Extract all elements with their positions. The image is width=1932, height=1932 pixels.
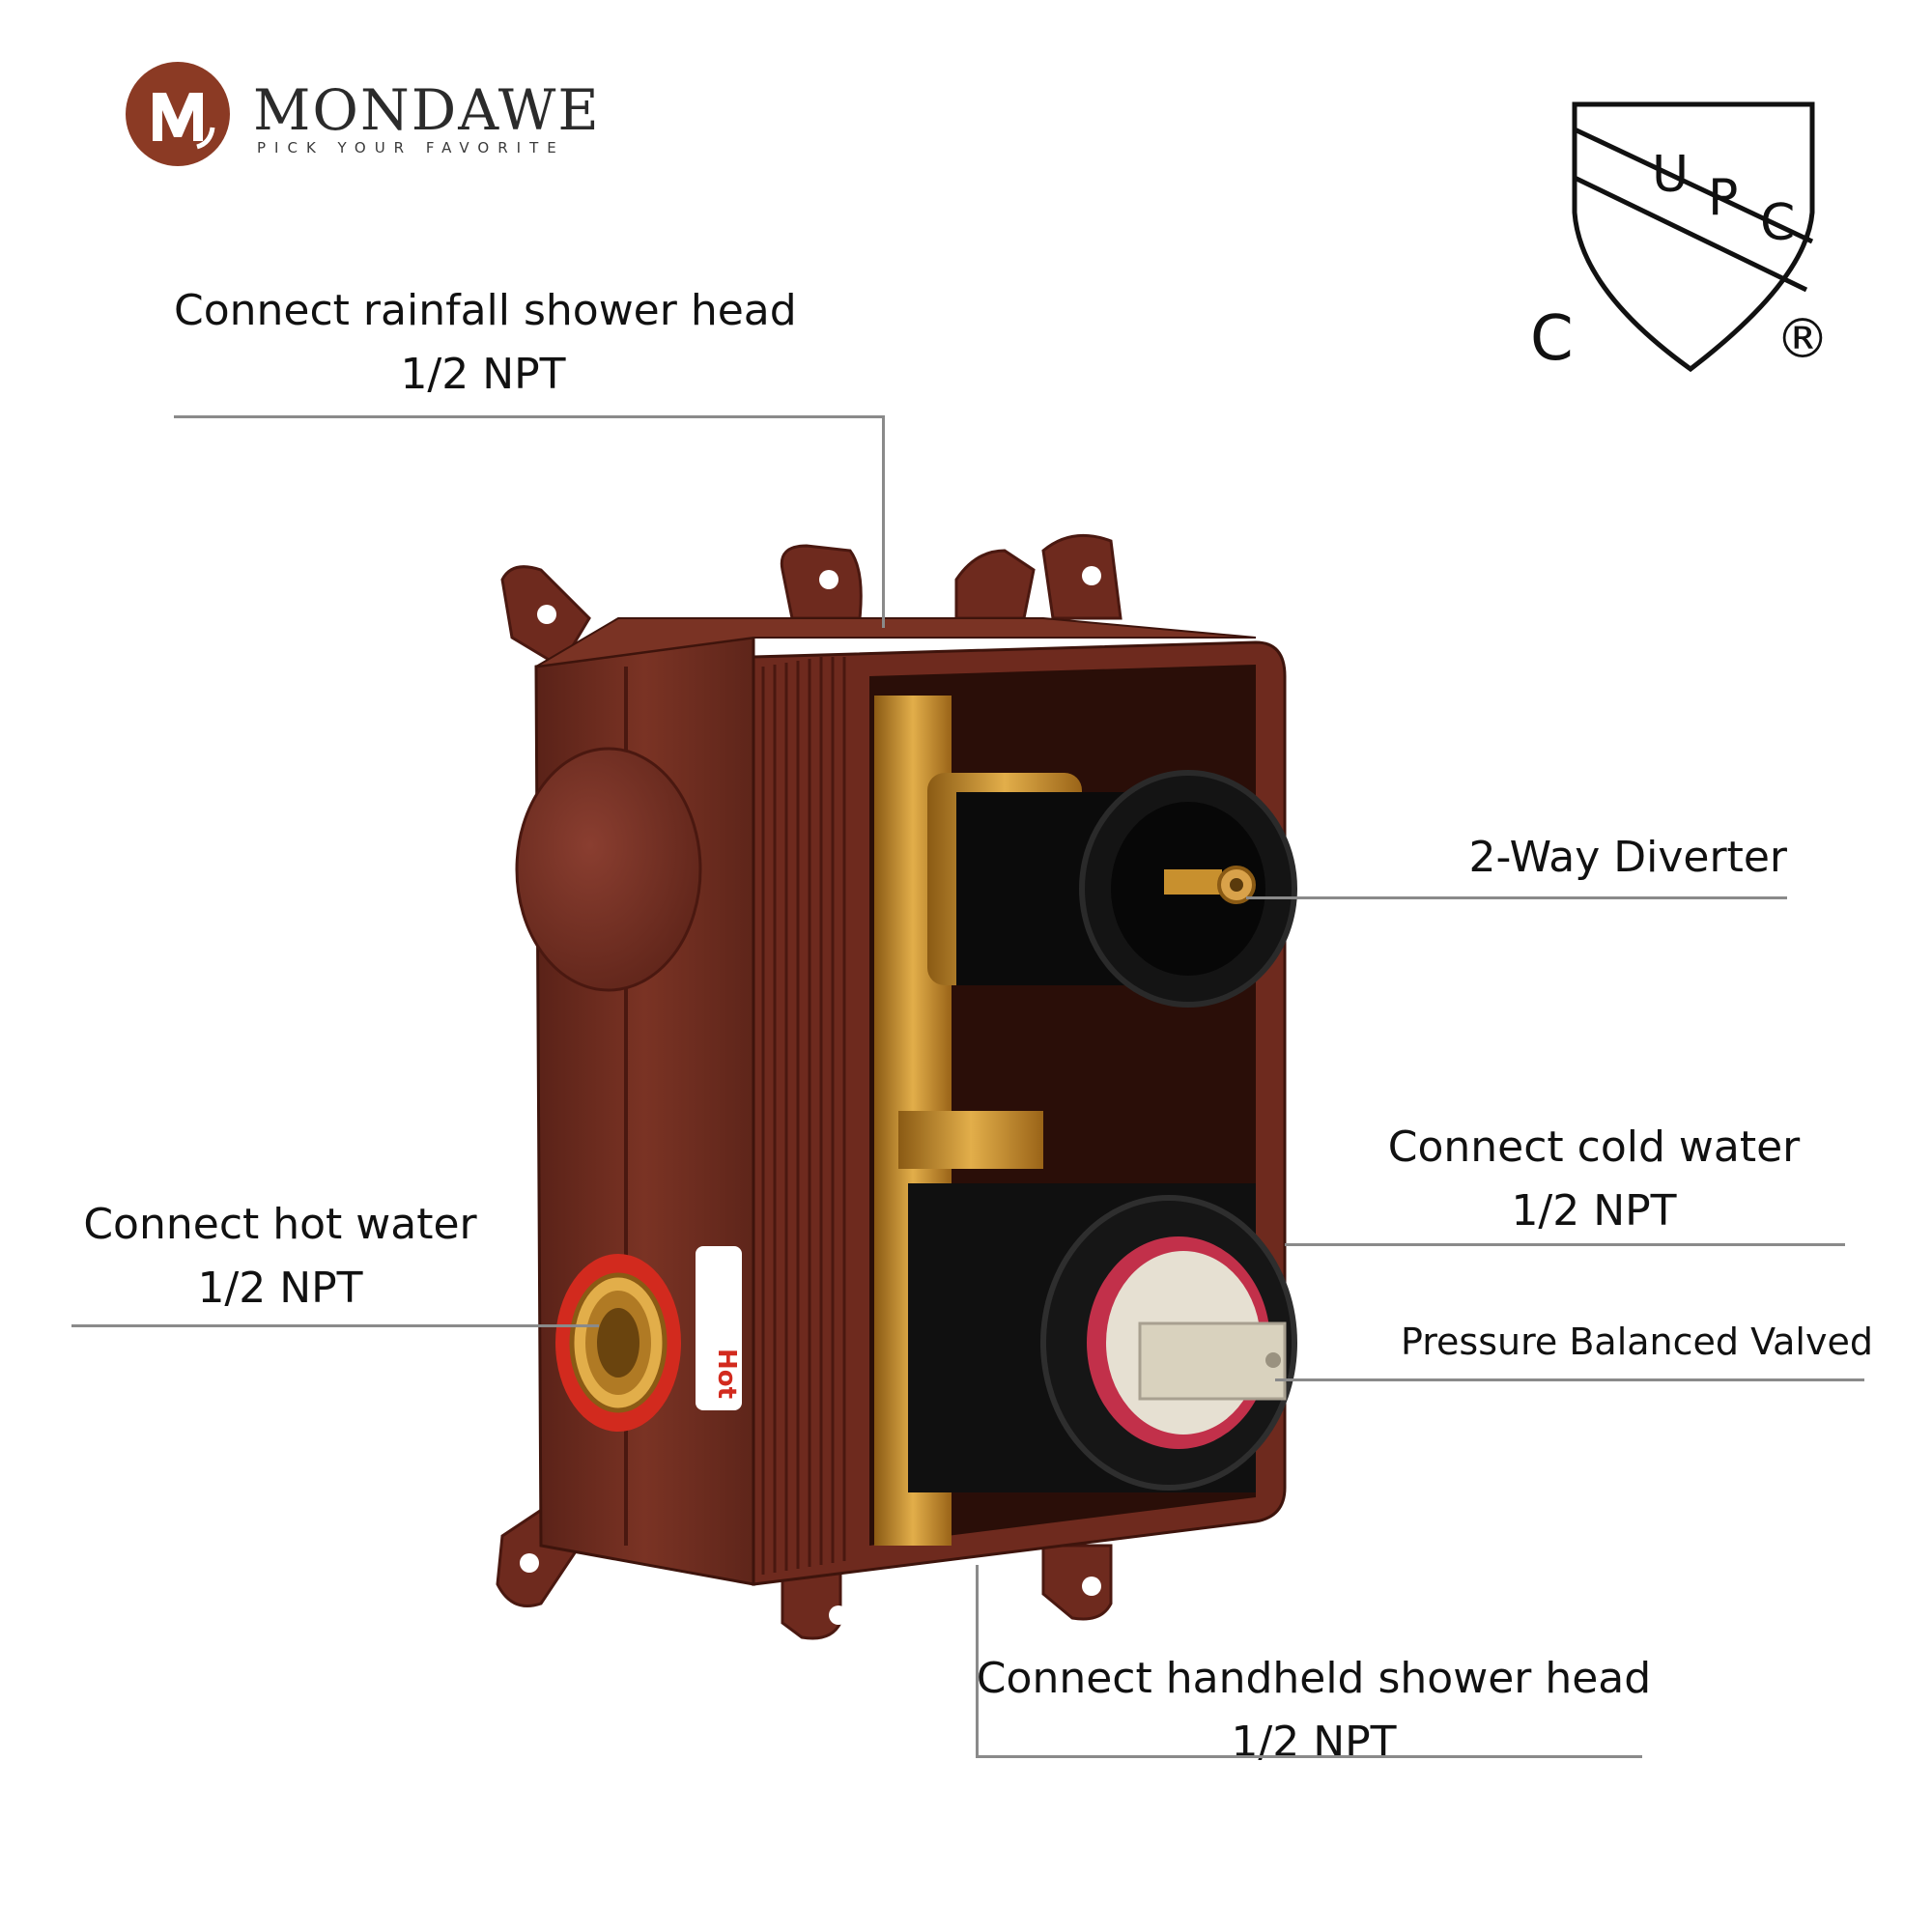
- rainfall-leader-v: [882, 415, 885, 628]
- handheld-callout-title: Connect handheld shower head: [976, 1654, 1652, 1703]
- diverter-cartridge: [927, 770, 1297, 1008]
- handheld-callout-label: Connect handheld shower head 1/2 NPT: [976, 1658, 1652, 1764]
- rainfall-leader-h: [174, 415, 885, 418]
- brand-name: MONDAWE: [253, 77, 601, 143]
- cold-leader: [1285, 1243, 1845, 1246]
- handheld-leader-h: [976, 1755, 1642, 1758]
- hot-callout-title: Connect hot water: [83, 1200, 477, 1249]
- cupc-certification-mark: U P C C ®: [1517, 97, 1835, 386]
- hot-callout-label: Connect hot water 1/2 NPT: [77, 1204, 483, 1310]
- cert-left-letter: C: [1530, 303, 1574, 375]
- diverter-leader: [1246, 896, 1787, 899]
- rainfall-callout-size: 1/2 NPT: [400, 350, 566, 399]
- cold-callout-label: Connect cold water 1/2 NPT: [1381, 1126, 1806, 1233]
- cold-callout-size: 1/2 NPT: [1511, 1186, 1677, 1236]
- pressure-callout-title: Pressure Balanced Valved: [1401, 1321, 1873, 1363]
- pressure-callout-label: Pressure Balanced Valved: [1401, 1321, 1873, 1363]
- brand-tagline: PICK YOUR FAVORITE: [257, 139, 565, 156]
- registered-mark-icon: ®: [1776, 308, 1830, 371]
- pressure-balance-cartridge: [908, 1183, 1297, 1492]
- handheld-leader-v: [976, 1565, 979, 1758]
- box-top-panel: [535, 617, 1257, 668]
- cert-letter-u: U: [1652, 146, 1689, 204]
- brand-logo: MONDAWE PICK YOUR FAVORITE: [124, 60, 626, 176]
- cold-callout-title: Connect cold water: [1387, 1122, 1801, 1172]
- cert-letter-p: P: [1708, 169, 1738, 227]
- hot-inlet-port: [555, 1254, 681, 1432]
- hot-label: Hot: [712, 1349, 741, 1399]
- rainfall-callout-label: Connect rainfall shower head 1/2 NPT: [174, 286, 797, 399]
- rainfall-callout-title: Connect rainfall shower head: [174, 286, 797, 335]
- knockout-plug: [515, 747, 702, 992]
- hot-label-tag: Hot: [696, 1246, 742, 1410]
- brand-emblem-icon: [126, 62, 230, 166]
- diverter-callout-label: 2-Way Diverter: [1459, 837, 1787, 879]
- hot-callout-size: 1/2 NPT: [197, 1264, 363, 1313]
- diverter-callout-title: 2-Way Diverter: [1468, 833, 1787, 882]
- pressure-leader: [1275, 1378, 1864, 1381]
- hot-leader: [71, 1324, 599, 1327]
- cert-letter-c: C: [1760, 194, 1795, 252]
